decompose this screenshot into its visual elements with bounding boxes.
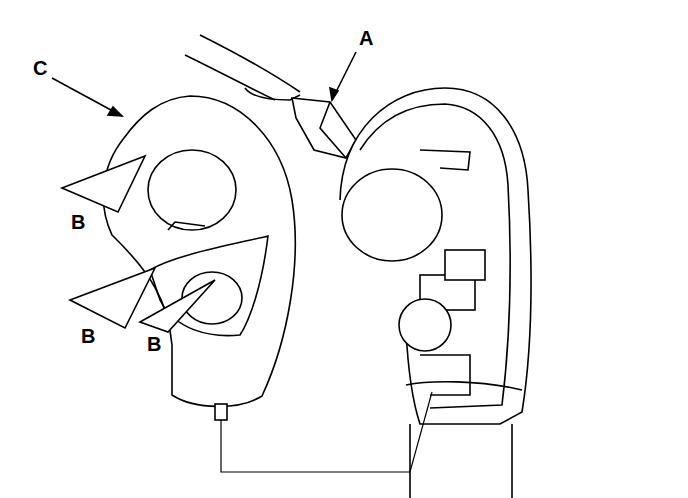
cover-tab — [168, 222, 205, 230]
screwdriver-tip — [292, 98, 356, 158]
callout-letter: C — [32, 58, 48, 78]
alignment-line — [221, 392, 432, 472]
screwdriver-shaft — [185, 55, 275, 100]
knob-cover — [103, 96, 295, 406]
screwdriver-shaft — [200, 35, 300, 92]
pointer-triangle — [140, 280, 215, 332]
cover-tab — [215, 404, 227, 420]
screwdriver-tip-edge — [320, 102, 346, 158]
callout-letter: B — [146, 334, 162, 354]
knob-switch — [445, 250, 485, 280]
knob-bracket — [420, 150, 470, 170]
knob-frame — [420, 355, 470, 395]
knob-button — [399, 299, 451, 351]
callout-letter: B — [70, 212, 86, 232]
leader-line — [52, 78, 122, 116]
callout-letter: A — [358, 28, 374, 48]
callout-letter: B — [80, 326, 96, 346]
pointer-triangle — [70, 268, 155, 328]
shift-knob — [340, 88, 531, 424]
arrowhead — [330, 88, 338, 100]
shift-lever — [410, 424, 512, 498]
knob-collar — [406, 382, 522, 390]
cover-opening — [148, 150, 236, 230]
arrowhead — [108, 107, 122, 116]
shift-button — [342, 169, 442, 261]
pointer-triangle — [62, 156, 145, 212]
